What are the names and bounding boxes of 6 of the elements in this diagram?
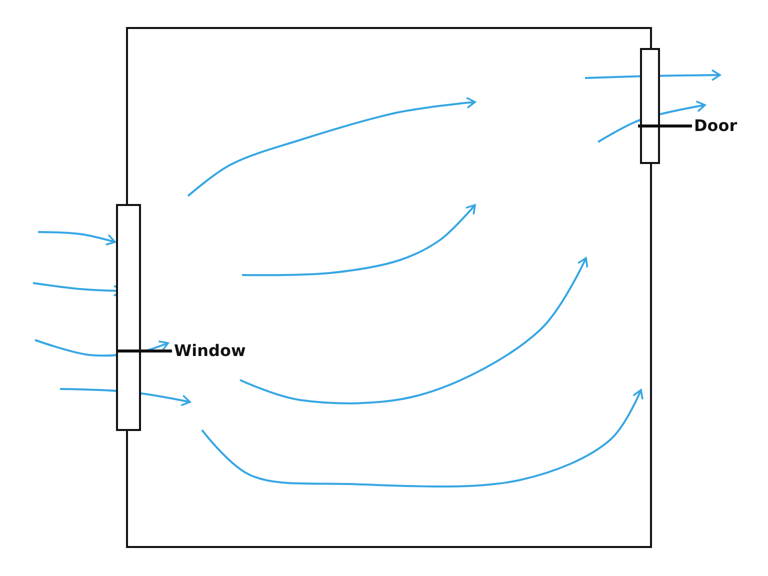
part-label: Door xyxy=(694,116,738,135)
part-label: Window xyxy=(174,341,246,360)
leader-line xyxy=(638,124,692,128)
door-frame xyxy=(640,48,660,164)
window-frame xyxy=(116,204,141,431)
leader-line xyxy=(116,350,172,352)
